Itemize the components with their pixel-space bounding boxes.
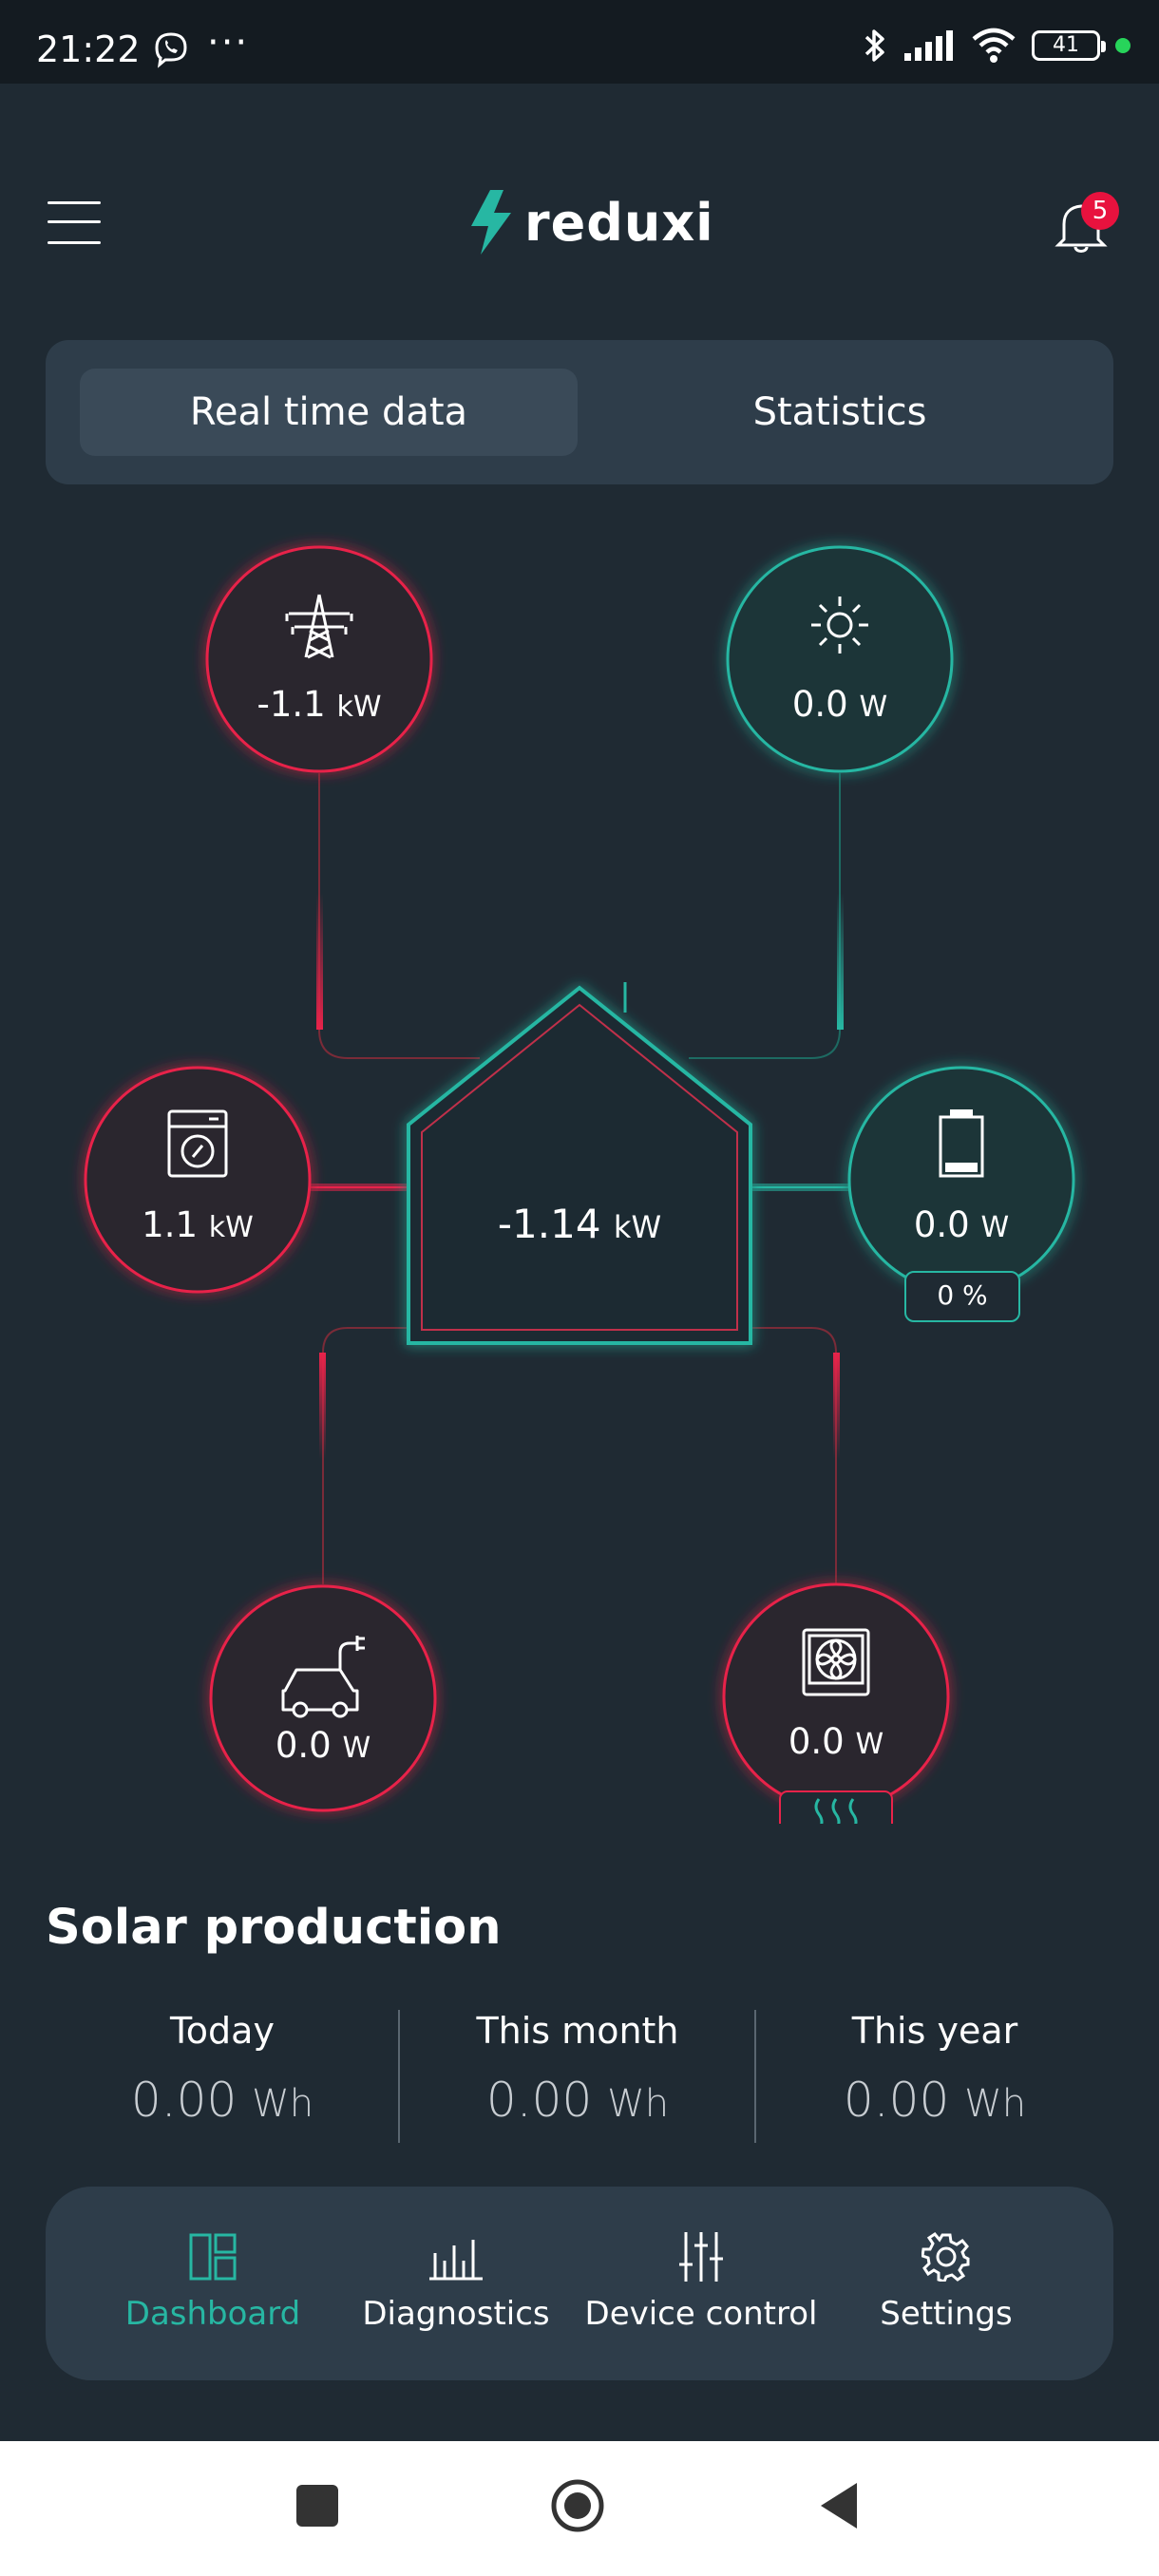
battery-value-label: 0.0 W <box>866 1204 1056 1245</box>
connector-lines <box>310 773 849 1584</box>
stat-month-label: This month <box>476 2010 679 2052</box>
stat-month-value: 0.00 Wh <box>407 2073 749 2128</box>
stat-divider <box>754 2010 756 2143</box>
stat-year-value: 0.00 Wh <box>764 2073 1106 2128</box>
nav-dashboard[interactable]: Dashboard <box>89 2228 336 2333</box>
home-button[interactable] <box>549 2477 606 2534</box>
battery-unit: W <box>980 1211 1010 1244</box>
battery-percent-badge: 0 % <box>904 1271 1020 1322</box>
sliders-icon <box>679 2232 723 2282</box>
stat-this-month: This month 0.00 Wh <box>407 2010 749 2128</box>
solar-value-label: 0.0 W <box>745 684 935 725</box>
gear-icon <box>922 2232 970 2282</box>
stat-divider <box>398 2010 400 2143</box>
stat-year-number: 0.00 <box>843 2073 950 2128</box>
appliance-value: 1.1 <box>142 1204 199 1245</box>
ev-value: 0.0 <box>275 1725 332 1766</box>
more-notifications-icon: ··· <box>207 21 250 65</box>
house-value: -1.14 <box>497 1201 601 1247</box>
tab-statistics[interactable]: Statistics <box>752 390 927 434</box>
menu-button[interactable] <box>48 198 101 247</box>
heat-pump-value-label: 0.0 W <box>741 1721 931 1762</box>
stat-today: Today 0.00 Wh <box>51 2010 393 2128</box>
house-value-label: -1.14 kW <box>446 1201 712 1247</box>
tab-real-time-data[interactable]: Real time data <box>80 369 578 456</box>
grid-value: -1.1 <box>256 684 326 725</box>
bottom-navigation: Dashboard Diagnostics Device control Set… <box>46 2187 1113 2380</box>
battery-level: 41 <box>1053 33 1079 57</box>
heat-pump-icon <box>802 1628 870 1696</box>
status-bar: 21:22 ··· 41 <box>0 0 1159 84</box>
status-icons: 41 <box>863 27 1130 65</box>
bar-chart-icon <box>429 2240 483 2281</box>
sun-icon <box>811 597 868 653</box>
ev-unit: W <box>342 1732 371 1765</box>
appliance-node[interactable] <box>84 1066 312 1294</box>
wifi-icon <box>972 28 1016 63</box>
solar-node[interactable] <box>726 545 954 773</box>
nav-diagnostics[interactable]: Diagnostics <box>332 2228 580 2333</box>
privacy-indicator-dot <box>1115 38 1130 53</box>
dashboard-icon <box>189 2233 237 2281</box>
nav-device-control[interactable]: Device control <box>578 2228 825 2333</box>
electric-car-icon <box>281 1636 365 1718</box>
heat-pump-unit: W <box>855 1728 884 1761</box>
nav-diagnostics-label: Diagnostics <box>362 2295 550 2333</box>
stat-month-number: 0.00 <box>485 2073 593 2128</box>
stat-today-unit: Wh <box>252 2082 314 2126</box>
appliance-unit: kW <box>208 1211 254 1244</box>
ev-value-label: 0.0 W <box>228 1725 418 1766</box>
house-node[interactable] <box>407 985 752 1345</box>
battery-icon <box>939 1109 984 1178</box>
status-time: 21:22 <box>36 28 141 70</box>
nav-settings[interactable]: Settings <box>823 2228 1070 2333</box>
viber-icon <box>155 32 187 68</box>
battery-node[interactable] <box>847 1066 1075 1294</box>
solar-unit: W <box>859 691 888 724</box>
stat-year-label: This year <box>851 2010 1018 2052</box>
stat-today-number: 0.00 <box>130 2073 238 2128</box>
app-logo: reduxi <box>466 188 714 256</box>
view-tabs: Real time data Statistics <box>46 340 1113 484</box>
bluetooth-icon <box>864 29 884 62</box>
washing-machine-icon <box>167 1109 228 1178</box>
system-navigation-bar <box>0 2441 1159 2576</box>
house-unit: kW <box>613 1209 662 1245</box>
nav-dashboard-label: Dashboard <box>124 2295 301 2333</box>
heat-pump-value: 0.0 <box>788 1721 845 1762</box>
battery-status-icon: 41 <box>1032 30 1106 61</box>
lightning-bolt-icon <box>471 190 511 255</box>
heat-pump-node[interactable] <box>722 1582 950 1824</box>
notification-badge: 5 <box>1081 192 1119 230</box>
stat-today-value: 0.00 Wh <box>51 2073 393 2128</box>
stat-year-unit: Wh <box>964 2082 1027 2126</box>
grid-node[interactable] <box>205 545 433 773</box>
nav-device-control-label: Device control <box>584 2295 818 2333</box>
signal-icon <box>904 30 953 61</box>
grid-unit: kW <box>336 691 382 724</box>
ev-charger-node[interactable] <box>209 1584 437 1812</box>
power-pylon-icon <box>285 594 353 659</box>
logo-text: reduxi <box>524 192 714 253</box>
nav-settings-label: Settings <box>880 2295 1013 2333</box>
solar-production-title: Solar production <box>46 1900 502 1956</box>
heating-waves-icon <box>814 1798 858 1824</box>
solar-value: 0.0 <box>791 684 848 725</box>
grid-value-label: -1.1 kW <box>224 684 414 725</box>
recent-apps-button[interactable] <box>296 2485 338 2527</box>
energy-flow-diagram <box>84 545 1075 1824</box>
battery-value: 0.0 <box>913 1204 970 1245</box>
stat-this-year: This year 0.00 Wh <box>764 2010 1106 2128</box>
stat-today-label: Today <box>170 2010 275 2052</box>
stat-month-unit: Wh <box>607 2082 670 2126</box>
back-button[interactable] <box>817 2479 863 2532</box>
notifications-button[interactable]: 5 <box>1054 190 1119 256</box>
appliance-value-label: 1.1 kW <box>103 1204 293 1245</box>
